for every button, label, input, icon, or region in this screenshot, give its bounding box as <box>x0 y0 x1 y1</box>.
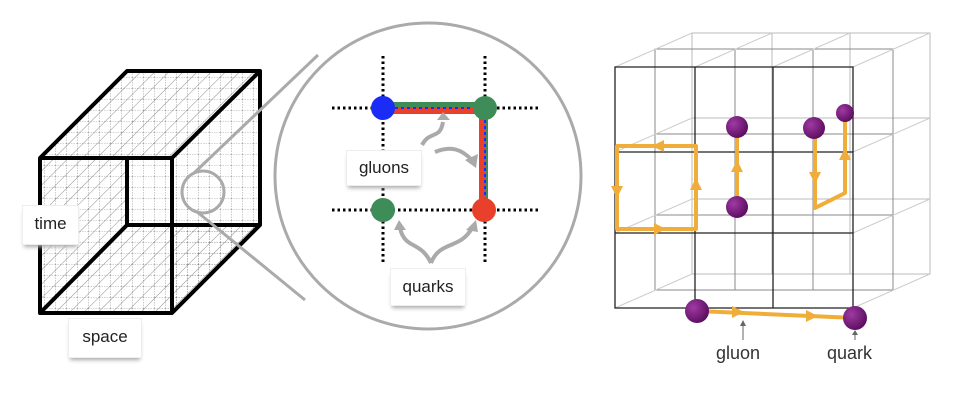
quark-blue <box>371 96 395 120</box>
quark-ball <box>836 104 854 122</box>
quark-green <box>371 198 395 222</box>
quarks-label: quarks <box>390 268 466 306</box>
zoom-circle <box>273 21 583 331</box>
zoom-region-marker <box>180 169 226 215</box>
gluons-label: gluons <box>346 150 422 186</box>
quark-ball <box>685 299 709 323</box>
time-label: time <box>22 205 79 245</box>
quark-ball <box>843 306 867 330</box>
quark-ball <box>726 116 748 138</box>
gluon-label: gluon <box>716 343 761 363</box>
quark-green <box>473 96 497 120</box>
quark-label: quark <box>827 343 873 363</box>
space-label: space <box>68 318 142 358</box>
3d-lattice <box>611 32 931 340</box>
quark-ball <box>726 196 748 218</box>
spacetime-cube <box>38 53 320 315</box>
quark-red <box>472 198 496 222</box>
quark-ball <box>803 117 825 139</box>
